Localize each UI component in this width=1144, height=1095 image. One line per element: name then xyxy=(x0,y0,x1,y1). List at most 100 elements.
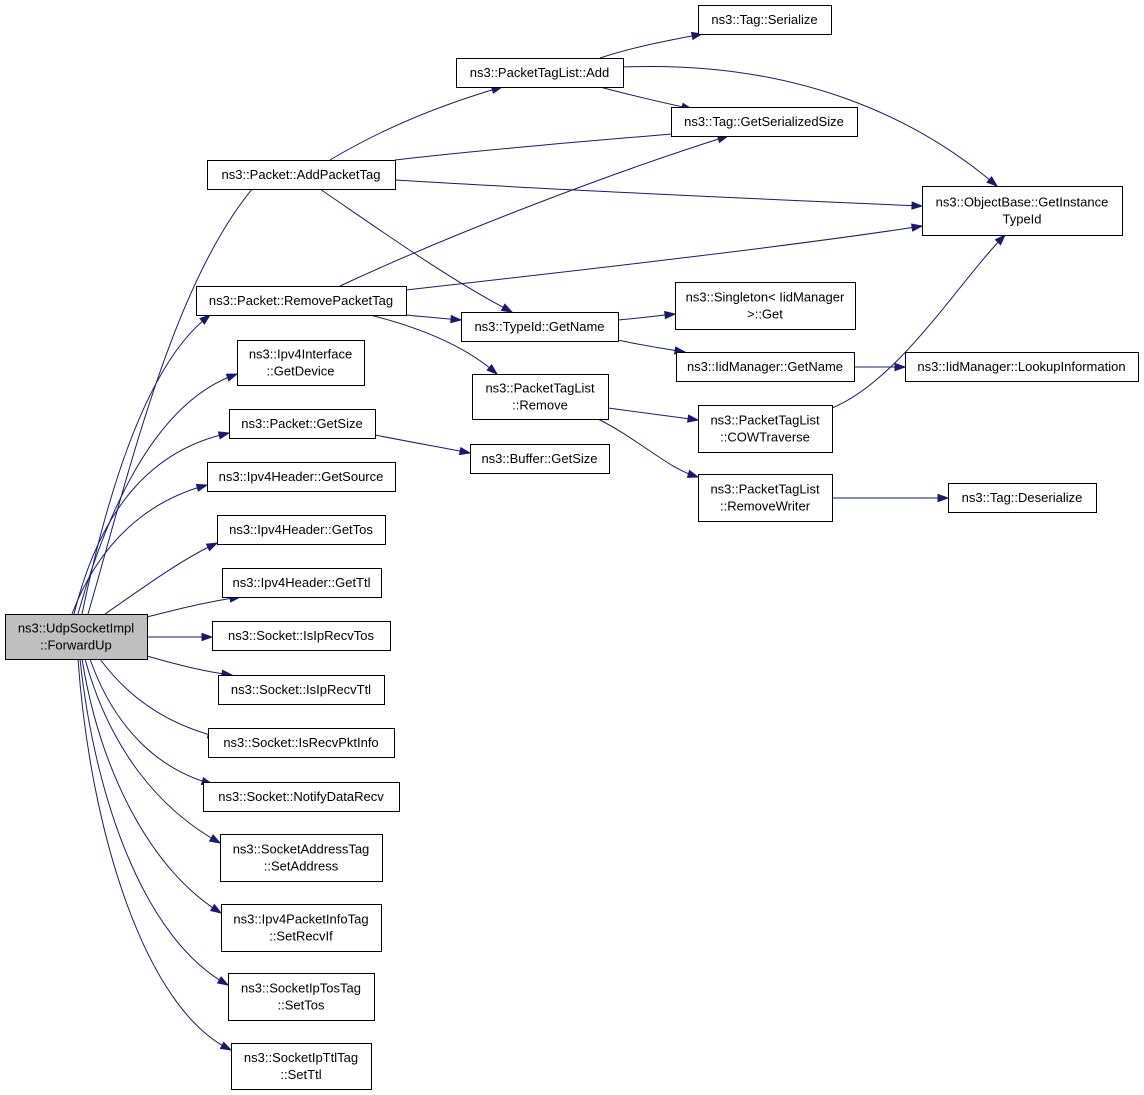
node-tag-getserializedsize[interactable]: ns3::Tag::GetSerializedSize xyxy=(671,107,858,137)
edge-packettaglist-remove-to-cowtraverse xyxy=(607,407,700,423)
edge-addpackettag-to-objectbase-getinstancetypeid xyxy=(394,179,924,210)
edge-line xyxy=(597,418,699,478)
node-cowtraverse[interactable]: ns3::PacketTagList::COWTraverse xyxy=(698,405,833,453)
node-box xyxy=(5,614,148,660)
edge-line xyxy=(84,658,221,844)
node-box xyxy=(698,5,832,35)
arrowhead-icon xyxy=(994,233,1007,246)
node-ipv4if-getdevice[interactable]: ns3::Ipv4Interface::GetDevice xyxy=(237,340,365,386)
node-label: ns3::PacketTagList::Add xyxy=(470,65,609,80)
edge-line xyxy=(374,434,471,454)
edge-forwardup-to-ipv4packetinfotag-setrecvif xyxy=(81,658,223,914)
node-iidmanager-getname[interactable]: ns3::IidManager::GetName xyxy=(676,352,855,382)
node-label: ns3::PacketTagList xyxy=(710,413,820,428)
node-removepackettag[interactable]: ns3::Packet::RemovePacketTag xyxy=(196,286,407,316)
node-label: ns3::Socket::IsIpRecvTos xyxy=(228,628,374,643)
node-label: ::GetDevice xyxy=(267,364,335,379)
edge-line xyxy=(369,314,498,375)
arrowhead-icon xyxy=(486,364,499,375)
arrowhead-icon xyxy=(201,632,214,642)
node-socketiptostag-settos[interactable]: ns3::SocketIpTosTag::SetTos xyxy=(228,973,375,1021)
node-box xyxy=(228,973,375,1021)
arrowhead-icon xyxy=(986,176,999,187)
edge-packettaglist-add-to-tag-serialize xyxy=(599,31,704,59)
node-packet-getsize[interactable]: ns3::Packet::GetSize xyxy=(229,409,376,439)
edge-line xyxy=(81,314,211,615)
node-label: ns3::Ipv4Header::GetTtl xyxy=(232,575,370,590)
node-addpackettag[interactable]: ns3::Packet::AddPacketTag xyxy=(207,160,396,190)
node-ipv4h-getsource[interactable]: ns3::Ipv4Header::GetSource xyxy=(207,462,396,492)
node-box xyxy=(470,444,610,474)
node-box xyxy=(217,515,386,545)
edge-line xyxy=(405,225,923,291)
node-tag-deserialize[interactable]: ns3::Tag::Deserialize xyxy=(948,483,1097,513)
node-label: ns3::SocketAddressTag xyxy=(233,842,370,857)
arrowhead-icon xyxy=(208,834,222,844)
node-buffer-getsize[interactable]: ns3::Buffer::GetSize xyxy=(470,444,610,474)
node-label: ns3::Socket::NotifyDataRecv xyxy=(218,789,384,804)
node-label: ::ForwardUp xyxy=(40,638,112,653)
node-label: ::SetRecvIf xyxy=(269,929,333,944)
edge-forwardup-to-socketipttltag-setttl xyxy=(77,658,233,1051)
node-packettaglist-add[interactable]: ns3::PacketTagList::Add xyxy=(456,58,624,88)
node-box xyxy=(671,107,858,137)
node-label: ns3::Packet::AddPacketTag xyxy=(222,167,381,182)
node-label: ns3::IidManager::GetName xyxy=(687,359,843,374)
node-label: ns3::UdpSocketImpl xyxy=(18,621,134,636)
node-iidmanager-lookupinformation[interactable]: ns3::IidManager::LookupInformation xyxy=(905,352,1139,382)
arrowhead-icon xyxy=(205,542,219,552)
node-box xyxy=(472,374,609,420)
arrowhead-icon xyxy=(217,431,231,440)
arrowhead-icon xyxy=(910,223,924,232)
node-label: ns3::PacketTagList xyxy=(710,482,820,497)
node-label: ::SetTos xyxy=(278,998,325,1013)
node-box xyxy=(196,286,407,316)
arrowhead-icon xyxy=(216,976,230,986)
node-box xyxy=(237,340,365,386)
arrowhead-icon xyxy=(195,483,209,492)
node-tag-serialize[interactable]: ns3::Tag::Serialize xyxy=(698,5,832,35)
node-label: ns3::Socket::IsRecvPktInfo xyxy=(223,735,378,750)
edge-forwardup-to-socket-isiprecvttl xyxy=(146,655,234,678)
node-box xyxy=(207,462,396,492)
edge-line xyxy=(104,542,218,615)
edge-line xyxy=(146,655,233,676)
edge-line xyxy=(77,373,238,615)
edge-removepackettag-to-typeid-getname xyxy=(405,314,463,324)
node-ipv4h-gettos[interactable]: ns3::Ipv4Header::GetTos xyxy=(217,515,386,545)
edge-line xyxy=(89,658,213,785)
arrowhead-icon xyxy=(894,362,907,372)
node-ipv4packetinfotag-setrecvif[interactable]: ns3::Ipv4PacketInfoTag::SetRecvIf xyxy=(221,904,382,952)
edge-line xyxy=(599,86,693,110)
node-label: ns3::Ipv4Header::GetSource xyxy=(219,469,384,484)
edge-line xyxy=(79,658,229,986)
edge-forwardup-to-socketiptostag-settos xyxy=(79,658,230,986)
node-ipv4h-getttl[interactable]: ns3::Ipv4Header::GetTtl xyxy=(222,568,382,598)
node-socket-isiprecvtos[interactable]: ns3::Socket::IsIpRecvTos xyxy=(212,621,391,651)
arrowhead-icon xyxy=(219,1041,233,1051)
node-socket-isrecvpktinfo[interactable]: ns3::Socket::IsRecvPktInfo xyxy=(208,728,395,758)
edge-forwardup-to-ipv4h-getsource xyxy=(71,483,209,615)
node-label: ns3::Ipv4PacketInfoTag xyxy=(233,912,368,927)
edge-line xyxy=(319,188,513,313)
node-socket-notifydatarecv[interactable]: ns3::Socket::NotifyDataRecv xyxy=(203,782,400,812)
node-socketaddresstag-setaddress[interactable]: ns3::SocketAddressTag::SetAddress xyxy=(220,834,383,882)
node-typeid-getname[interactable]: ns3::TypeId::GetName xyxy=(461,312,619,342)
arrowhead-icon xyxy=(687,414,700,423)
node-socketipttltag-setttl[interactable]: ns3::SocketIpTtlTag::SetTtl xyxy=(231,1043,372,1090)
edge-line xyxy=(99,658,219,738)
node-socket-isiprecvttl[interactable]: ns3::Socket::IsIpRecvTtl xyxy=(218,675,385,705)
node-removewriter[interactable]: ns3::PacketTagList::RemoveWriter xyxy=(698,474,833,522)
node-packettaglist-remove[interactable]: ns3::PacketTagList::Remove xyxy=(472,374,609,420)
node-singleton-get[interactable]: ns3::Singleton< IidManager>::Get xyxy=(675,282,856,330)
node-label: ns3::Tag::GetSerializedSize xyxy=(684,114,844,129)
edge-line xyxy=(73,432,230,615)
node-box xyxy=(456,58,624,88)
edge-removepackettag-to-packettaglist-remove xyxy=(369,314,499,375)
edge-removepackettag-to-objectbase-getinstancetypeid xyxy=(405,223,924,291)
node-box xyxy=(229,409,376,439)
edge-forwardup-to-ipv4h-gettos xyxy=(104,542,219,615)
arrowhead-icon xyxy=(500,303,514,313)
